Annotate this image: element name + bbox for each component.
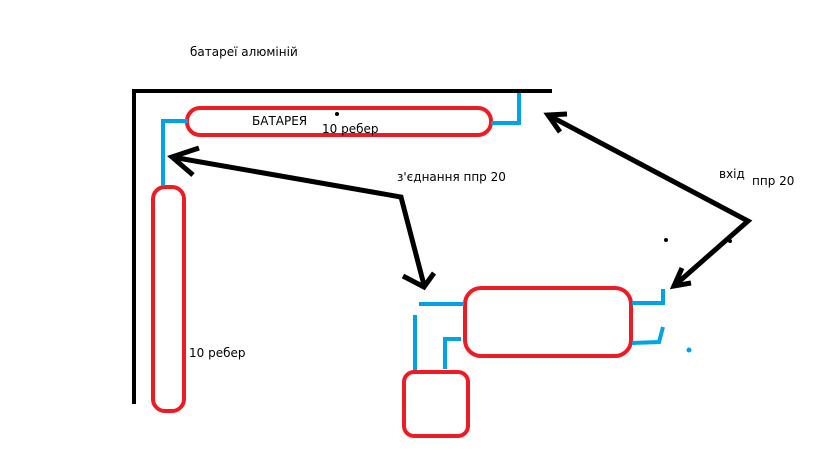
connection-arrow-head-down bbox=[401, 271, 437, 291]
arrows bbox=[167, 111, 753, 291]
diagram-title: батареї алюміній bbox=[190, 45, 298, 59]
left-radiator bbox=[151, 185, 186, 413]
left-radiator-fins: 10 ребер bbox=[189, 346, 245, 360]
inlet-label-word: вхід bbox=[719, 167, 745, 181]
marker-dot bbox=[664, 238, 668, 242]
pipe-top-right bbox=[491, 93, 521, 125]
pipes bbox=[161, 93, 665, 370]
wall-outline bbox=[132, 89, 552, 404]
inlet-arrow-head-top bbox=[543, 111, 568, 134]
inlet-arrow-head-bottom bbox=[669, 266, 692, 290]
marker-dot bbox=[335, 112, 339, 116]
connection-label: з'єднання ппр 20 bbox=[397, 170, 506, 184]
pipe-boiler-right-upper bbox=[632, 289, 665, 305]
connection-arrow-line bbox=[171, 154, 427, 286]
top-radiator-fins: 10 ребер bbox=[322, 122, 378, 136]
inlet-label-spec: ппр 20 bbox=[752, 174, 794, 188]
pipe-boiler-right-lower bbox=[631, 326, 665, 345]
pipe-small-right bbox=[443, 337, 461, 369]
marker-dot bbox=[728, 239, 732, 243]
inlet-arrow-line bbox=[546, 112, 753, 288]
pipe-top-left bbox=[161, 119, 188, 186]
top-radiator-name: БАТАРЕЯ bbox=[252, 114, 307, 128]
pipe-dot bbox=[686, 347, 692, 353]
connection-arrow-head-left bbox=[167, 145, 200, 177]
boiler-unit bbox=[463, 286, 633, 358]
small-unit bbox=[402, 370, 470, 438]
